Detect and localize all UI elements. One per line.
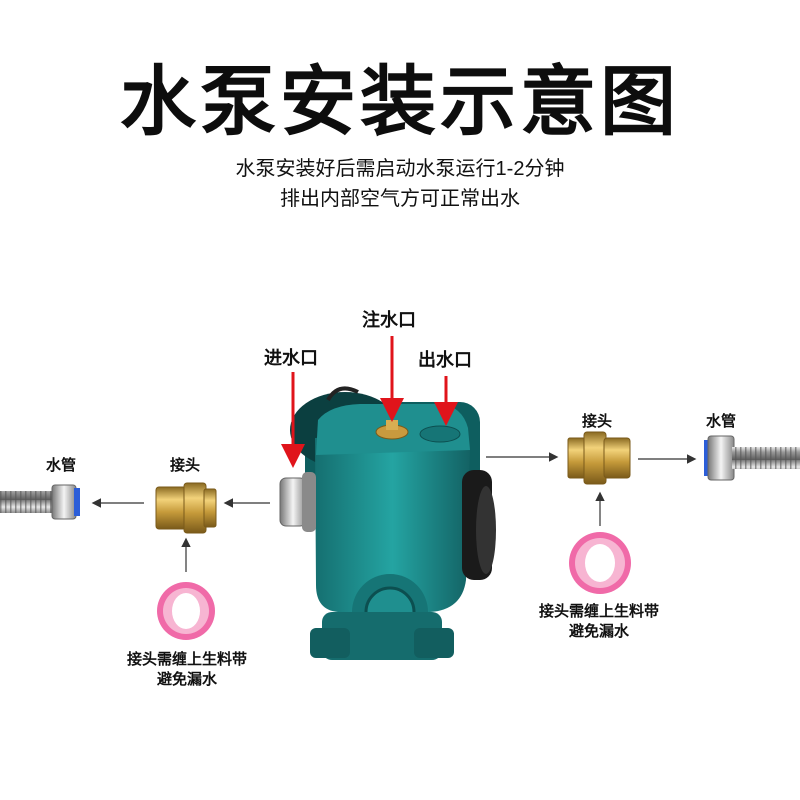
right-water-hose xyxy=(704,435,800,481)
left-ptfe-tape xyxy=(157,582,215,640)
left-connector-label: 接头 xyxy=(170,457,201,474)
right-tape-note-line-1: 接头需缠上生料带 xyxy=(538,603,659,620)
subtitle-line-2: 排出内部空气方可正常出水 xyxy=(280,188,520,210)
left-tape-note-line-1: 接头需缠上生料带 xyxy=(126,651,247,668)
inlet-label: 进水口 xyxy=(264,348,318,368)
right-pipe-label: 水管 xyxy=(706,413,737,430)
right-brass-connector xyxy=(567,431,631,485)
left-brass-connector xyxy=(155,482,217,534)
right-connector-label: 接头 xyxy=(582,413,613,430)
left-tape-note: 接头需缠上生料带 避免漏水 xyxy=(102,650,272,690)
right-tape-note: 接头需缠上生料带 避免漏水 xyxy=(514,602,684,642)
right-tape-note-line-2: 避免漏水 xyxy=(568,623,629,640)
left-pipe-label: 水管 xyxy=(46,457,77,474)
flow-arrows xyxy=(91,452,697,572)
left-tape-note-line-2: 避免漏水 xyxy=(156,671,217,688)
fill-port-label: 注水口 xyxy=(362,310,416,330)
pointer-arrows xyxy=(281,336,458,468)
outlet-label: 出水口 xyxy=(418,350,472,370)
page-title: 水泵安装示意图 xyxy=(120,60,680,145)
water-pump xyxy=(279,386,496,660)
right-ptfe-tape xyxy=(569,532,631,594)
subtitle-line-1: 水泵安装好后需启动水泵运行1-2分钟 xyxy=(235,158,565,180)
left-water-hose xyxy=(0,484,80,520)
